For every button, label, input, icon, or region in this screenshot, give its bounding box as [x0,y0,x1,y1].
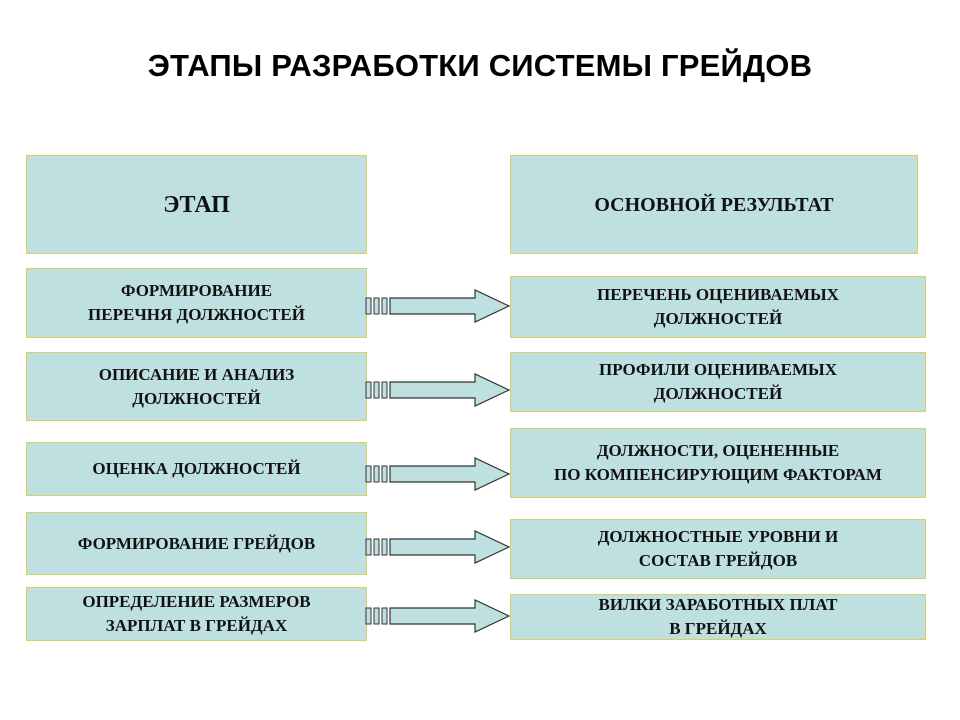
arrow-stripe [365,297,372,315]
arrow-body [389,373,511,407]
arrow-4 [365,529,511,565]
arrow-stripe [365,538,372,556]
header-result: ОСНОВНОЙ РЕЗУЛЬТАТ [510,155,918,254]
result-box-4: ДОЛЖНОСТНЫЕ УРОВНИ И СОСТАВ ГРЕЙДОВ [510,519,926,579]
stage-box-2: ОПИСАНИЕ И АНАЛИЗ ДОЛЖНОСТЕЙ [26,352,367,421]
result-box-2: ПРОФИЛИ ОЦЕНИВАЕМЫХ ДОЛЖНОСТЕЙ [510,352,926,412]
arrow-3 [365,456,511,492]
arrow-stripe [373,465,380,483]
result-box-5: ВИЛКИ ЗАРАБОТНЫХ ПЛАТ В ГРЕЙДАХ [510,594,926,640]
result-box-3: ДОЛЖНОСТИ, ОЦЕНЕННЫЕ ПО КОМПЕНСИРУЮЩИМ Ф… [510,428,926,498]
arrow-body [389,457,511,491]
arrow-stripe [373,381,380,399]
arrow-1 [365,288,511,324]
arrow-stripe [373,607,380,625]
stage-box-3: ОЦЕНКА ДОЛЖНОСТЕЙ [26,442,367,496]
arrow-stripe [365,607,372,625]
arrow-stripe [381,381,388,399]
arrow-stripe [365,381,372,399]
arrow-stripe [373,538,380,556]
arrow-body [389,530,511,564]
arrow-stripe [381,465,388,483]
arrow-body [389,289,511,323]
arrow-5 [365,598,511,634]
arrow-2 [365,372,511,408]
result-box-1: ПЕРЕЧЕНЬ ОЦЕНИВАЕМЫХ ДОЛЖНОСТЕЙ [510,276,926,338]
stage-box-1: ФОРМИРОВАНИЕ ПЕРЕЧНЯ ДОЛЖНОСТЕЙ [26,268,367,338]
arrow-stripe [381,538,388,556]
arrow-stripe [381,607,388,625]
arrow-body [389,599,511,633]
stage-box-5: ОПРЕДЕЛЕНИЕ РАЗМЕРОВ ЗАРПЛАТ В ГРЕЙДАХ [26,587,367,641]
slide-title: ЭТАПЫ РАЗРАБОТКИ СИСТЕМЫ ГРЕЙДОВ [147,48,813,83]
arrow-stripe [365,465,372,483]
arrow-stripe [373,297,380,315]
header-stage: ЭТАП [26,155,367,254]
stage-box-4: ФОРМИРОВАНИЕ ГРЕЙДОВ [26,512,367,575]
arrow-stripe [381,297,388,315]
